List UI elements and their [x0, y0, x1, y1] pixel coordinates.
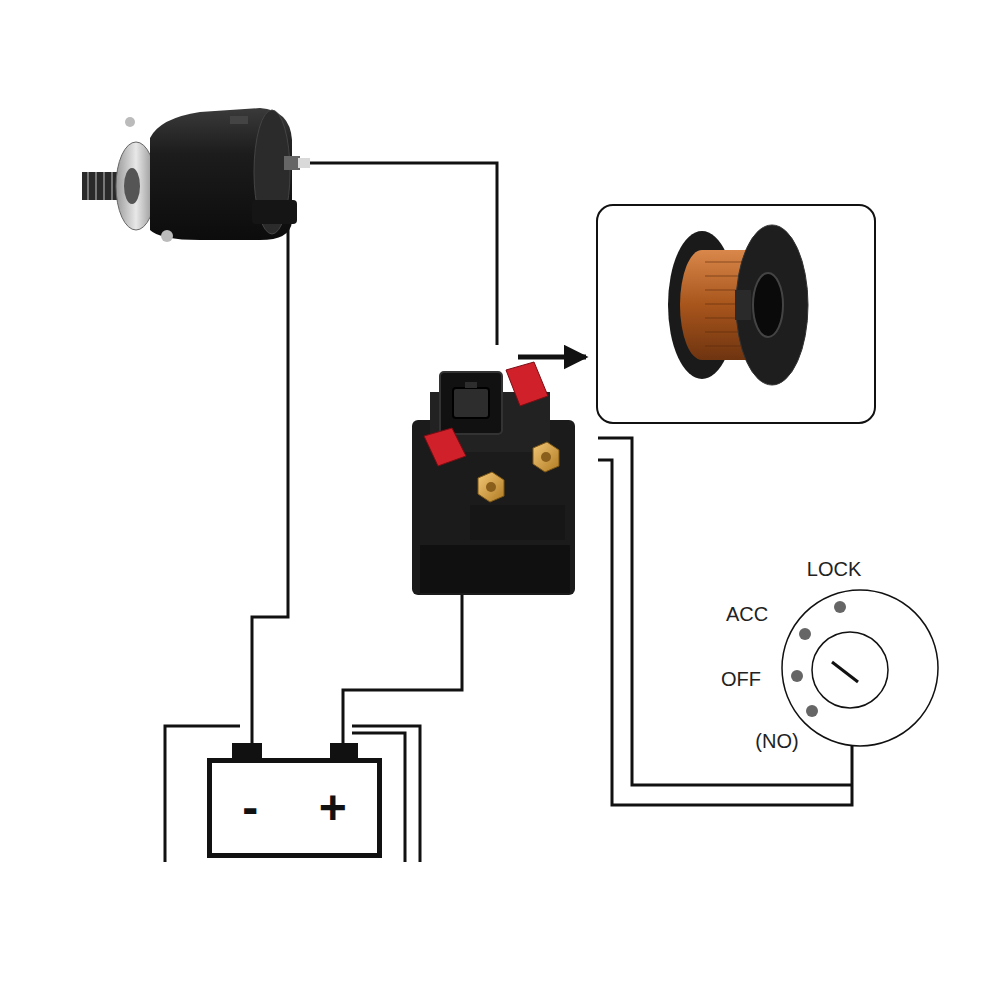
pointer-arrow — [518, 355, 586, 360]
terminal-sign: + — [319, 784, 347, 832]
starter-motor — [82, 108, 310, 242]
battery-box: -+ — [207, 758, 382, 858]
ignition-switch — [782, 590, 938, 746]
switch-position-label: (NO) — [755, 730, 798, 752]
wire — [165, 163, 852, 862]
switch-position-label: OFF — [721, 668, 761, 690]
switch-position-label: ACC — [726, 603, 768, 625]
terminal-sign: - — [242, 784, 258, 832]
inset-frame — [597, 205, 875, 423]
switch-position-label: LOCK — [807, 558, 861, 580]
copper-spool — [668, 225, 808, 385]
starter-relay — [412, 362, 575, 595]
